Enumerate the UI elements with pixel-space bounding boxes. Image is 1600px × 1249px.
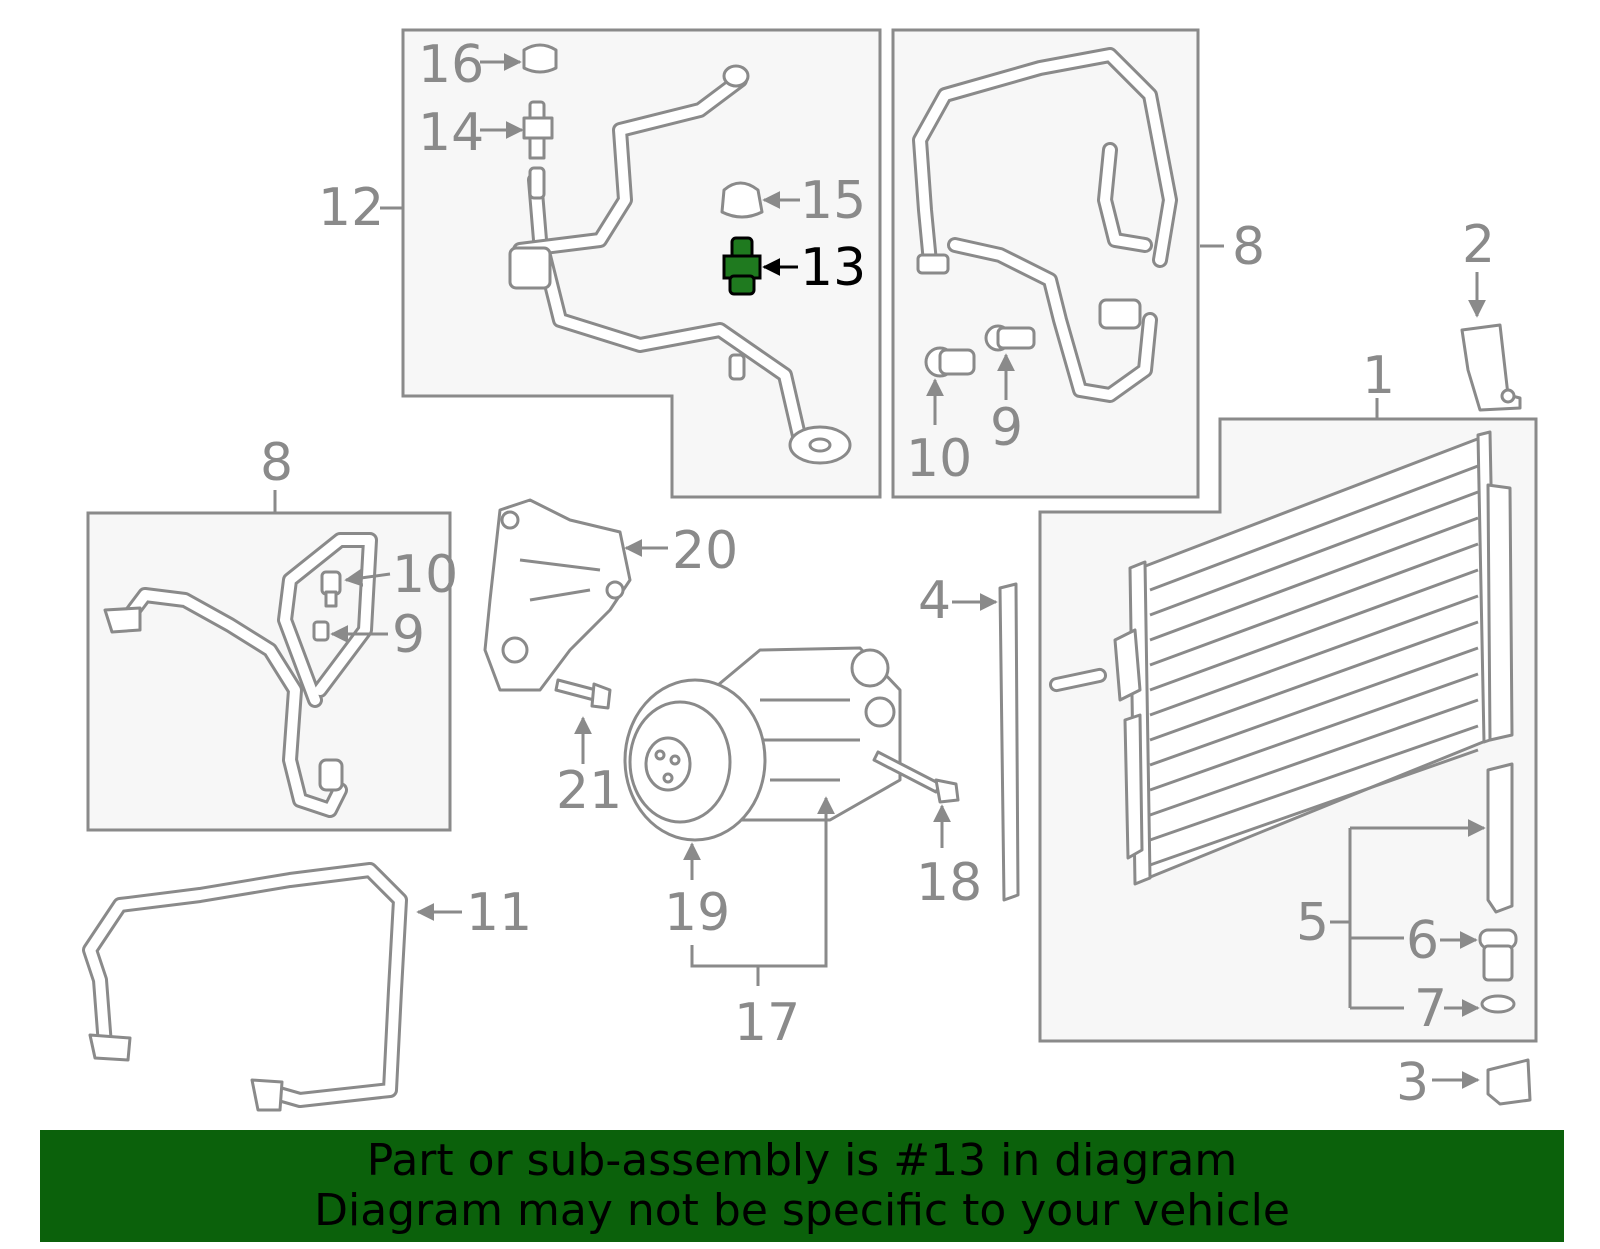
callout-2: 2 — [1462, 215, 1495, 275]
hose-assembly-8-left — [103, 532, 378, 818]
clutch-pulley-part-19 — [623, 678, 767, 842]
callout-9-left: 9 — [392, 605, 425, 665]
condenser-part-1 — [1048, 430, 1514, 886]
callout-8-left: 8 — [260, 433, 293, 493]
callout-1: 1 — [1362, 346, 1395, 406]
callout-7: 7 — [1414, 979, 1447, 1039]
callout-9-upper: 9 — [990, 398, 1023, 458]
valve-part-14 — [522, 100, 554, 160]
banner-line-2: Diagram may not be specific to your vehi… — [314, 1185, 1290, 1236]
ring-part-7 — [1480, 994, 1516, 1014]
callout-11: 11 — [466, 883, 532, 943]
cap-part-15 — [720, 181, 764, 219]
callout-4: 4 — [918, 571, 951, 631]
pipe-assembly-12 — [508, 64, 852, 465]
callout-17: 17 — [734, 993, 800, 1053]
callout-13: 13 — [800, 238, 866, 298]
info-banner: Part or sub-assembly is #13 in diagram D… — [40, 1130, 1564, 1242]
plug-part-6 — [1478, 928, 1518, 982]
highlighted-part-13 — [722, 236, 762, 296]
callout-6: 6 — [1406, 911, 1439, 971]
valve-part-9-left — [312, 620, 330, 642]
drier-part-5 — [1486, 762, 1514, 914]
cap-part-16 — [522, 43, 558, 74]
bracket-part-2 — [1460, 323, 1522, 412]
callout-10-left: 10 — [392, 545, 458, 605]
hose-assembly-8-upper — [912, 47, 1178, 403]
fitting-part-10-upper — [924, 346, 976, 378]
callout-19: 19 — [664, 883, 730, 943]
group-box-8-left — [86, 511, 452, 832]
callout-3: 3 — [1396, 1053, 1429, 1113]
group-box-12 — [401, 28, 882, 499]
callout-15: 15 — [800, 171, 866, 231]
callout-20: 20 — [672, 521, 738, 581]
callout-10-upper: 10 — [906, 429, 972, 489]
sensor-part-10-left — [320, 570, 342, 608]
bracket-part-3 — [1486, 1058, 1532, 1106]
callout-8-upper: 8 — [1232, 217, 1265, 277]
callout-12: 12 — [318, 178, 384, 238]
callout-5: 5 — [1296, 893, 1329, 953]
callout-14: 14 — [418, 103, 484, 163]
banner-line-1: Part or sub-assembly is #13 in diagram — [366, 1135, 1238, 1186]
bolt-part-18 — [872, 750, 960, 804]
seal-part-4 — [998, 582, 1020, 902]
callout-21: 21 — [556, 761, 622, 821]
callout-18: 18 — [916, 853, 982, 913]
bracket-part-20 — [483, 498, 632, 692]
hose-part-11 — [82, 862, 408, 1112]
callout-16: 16 — [418, 35, 484, 95]
bolt-part-21 — [554, 678, 612, 710]
fitting-part-9-upper — [984, 324, 1036, 352]
